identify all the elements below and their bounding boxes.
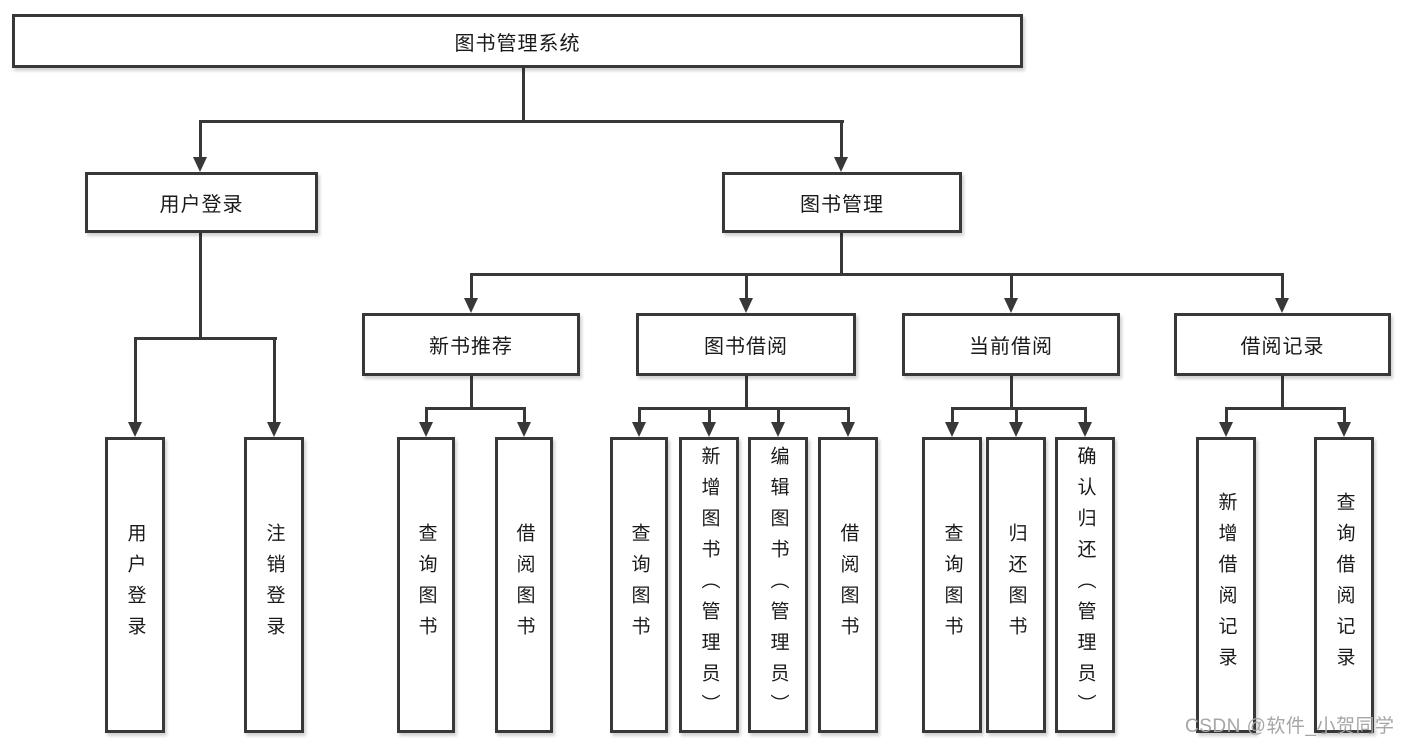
node-label: 借阅图书 <box>837 523 859 647</box>
node-current-borrowing: 当前借阅 <box>902 313 1120 376</box>
arrow-down-icon <box>464 298 478 313</box>
node-label: 归还图书 <box>1005 523 1027 647</box>
connector-vline <box>523 407 526 424</box>
connector-vline <box>470 273 473 300</box>
connector-hline <box>425 407 526 410</box>
arrow-down-icon <box>632 422 646 437</box>
leaf-logout-login: 注销登录 <box>244 437 304 733</box>
node-label: 新书推荐 <box>429 336 513 358</box>
leaf-return-book: 归还图书 <box>986 437 1046 733</box>
leaf-add-borrow-record: 新增借阅记录 <box>1196 437 1256 733</box>
csdn-watermark: CSDN @软件_小贺同学 <box>1185 716 1395 737</box>
arrow-down-icon <box>267 422 281 437</box>
arrow-down-icon <box>841 422 855 437</box>
arrow-down-icon <box>834 157 848 172</box>
connector-vline <box>470 376 473 407</box>
connector-vline <box>745 273 748 300</box>
arrow-down-icon <box>1004 298 1018 313</box>
connector-vline <box>745 376 748 407</box>
arrow-down-icon <box>702 422 716 437</box>
arrow-down-icon <box>1275 298 1289 313</box>
connector-hline <box>199 120 844 123</box>
node-label: 查询图书 <box>628 523 650 647</box>
node-label: 用户登录 <box>159 194 244 216</box>
connector-vline <box>1010 273 1013 300</box>
connector-vline <box>1343 407 1346 424</box>
node-label: 当前借阅 <box>969 336 1053 358</box>
leaf-borrow-books: 借阅图书 <box>818 437 878 733</box>
node-label: 新增借阅记录 <box>1215 492 1237 678</box>
node-label: 借阅图书 <box>513 523 535 647</box>
connector-hline <box>134 337 277 340</box>
connector-vline <box>777 407 780 424</box>
connector-vline <box>199 233 202 337</box>
node-label: 图书管理 <box>800 194 884 216</box>
node-label: 注销登录 <box>263 523 285 647</box>
leaf-edit-book-admin: 编辑图书（管理员） <box>748 437 808 733</box>
connector-vline <box>951 407 954 424</box>
node-new-book-recommend: 新书推荐 <box>362 313 580 376</box>
node-label: 编辑图书（管理员） <box>767 445 789 725</box>
connector-vline <box>1281 273 1284 300</box>
arrow-down-icon <box>128 422 142 437</box>
leaf-add-book-admin: 新增图书（管理员） <box>679 437 739 733</box>
node-label: 新增图书（管理员） <box>698 445 720 725</box>
node-label: 图书借阅 <box>704 336 788 358</box>
node-label: 借阅记录 <box>1240 336 1325 358</box>
node-label: 确认归还（管理员） <box>1074 445 1096 725</box>
leaf-confirm-return-admin: 确认归还（管理员） <box>1055 437 1115 733</box>
arrow-down-icon <box>1009 422 1023 437</box>
node-label: 图书管理系统 <box>454 32 581 55</box>
connector-vline <box>638 407 641 424</box>
connector-vline <box>708 407 711 424</box>
connector-vline <box>1084 407 1087 424</box>
connector-vline <box>425 407 428 424</box>
leaf-query-books-borrowing: 查询图书 <box>610 437 668 733</box>
arrow-down-icon <box>1078 422 1092 437</box>
connector-vline <box>199 120 202 158</box>
arrow-down-icon <box>193 157 207 172</box>
arrow-down-icon <box>419 422 433 437</box>
connector-hline <box>951 407 1086 410</box>
node-label: 查询借阅记录 <box>1333 492 1355 678</box>
node-label: 用户登录 <box>124 523 146 647</box>
leaf-query-borrow-record: 查询借阅记录 <box>1314 437 1374 733</box>
arrow-down-icon <box>1337 422 1351 437</box>
connector-vline <box>1225 407 1228 424</box>
connector-vline <box>522 68 525 120</box>
node-label: 查询图书 <box>415 523 437 647</box>
connector-vline <box>134 337 137 423</box>
connector-vline <box>1281 376 1284 407</box>
connector-vline <box>840 233 843 273</box>
connector-hline <box>1225 407 1345 410</box>
arrow-down-icon <box>1219 422 1233 437</box>
arrow-down-icon <box>517 422 531 437</box>
node-user-login: 用户登录 <box>85 172 318 233</box>
connector-vline <box>1015 407 1018 424</box>
connector-vline <box>1010 376 1013 407</box>
arrow-down-icon <box>945 422 959 437</box>
node-label: 查询图书 <box>941 523 963 647</box>
node-book-borrowing: 图书借阅 <box>636 313 856 376</box>
connector-hline <box>638 407 849 410</box>
node-borrowing-records: 借阅记录 <box>1174 313 1391 376</box>
connector-vline <box>840 120 843 158</box>
leaf-user-login: 用户登录 <box>105 437 165 733</box>
node-library-management-system: 图书管理系统 <box>12 14 1023 68</box>
leaf-query-books-recommend: 查询图书 <box>397 437 455 733</box>
leaf-borrow-books-recommend: 借阅图书 <box>495 437 553 733</box>
connector-vline <box>273 337 276 423</box>
arrow-down-icon <box>739 298 753 313</box>
arrow-down-icon <box>771 422 785 437</box>
connector-vline <box>847 407 850 424</box>
node-book-management: 图书管理 <box>722 172 962 233</box>
leaf-query-books-current: 查询图书 <box>922 437 982 733</box>
connector-hline <box>470 273 1283 276</box>
